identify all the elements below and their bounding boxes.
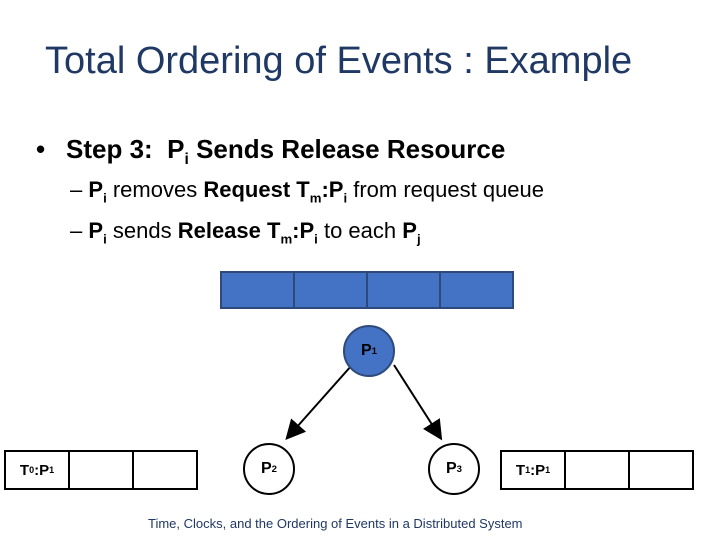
node-base: P [360,342,372,359]
process-sub: i [343,190,348,206]
sub-bullet-remove: – Pi removes Request Tm:Pi from request … [70,177,544,205]
target-base: P [402,218,417,243]
process-base: P [88,177,104,202]
sub-bullet-send: – Pi sends Release Tm:Pi to each Pj [70,218,421,246]
tail-text: from request queue [353,177,545,202]
node-sub: 3 [456,463,462,475]
process-sub: i [103,190,107,206]
t-sub: 1 [525,465,531,475]
process-label: :P [292,218,315,243]
dash: – [70,177,83,202]
slide-title: Total Ordering of Events : Example [45,40,633,82]
p-base: :P [34,461,50,479]
dash: – [70,218,83,243]
t-base: T [515,461,526,479]
timestamp-sub: m [280,231,293,247]
queue-slot [368,273,441,307]
queue-slot [295,273,368,307]
process-sub: i [314,231,318,247]
actor-sub: i [184,151,189,169]
queue-slot [134,452,196,488]
footer-citation: Time, Clocks, and the Ordering of Events… [148,516,523,531]
release-label: Release T [177,218,281,243]
verb: sends [112,218,172,243]
node-base: P [260,460,272,477]
queue-slot [630,452,692,488]
queue-slot [566,452,630,488]
arrow-p1-to-p2 [285,364,353,440]
request-label: Request T [203,177,310,202]
t-sub: 0 [29,465,35,475]
p1-request-queue [220,271,514,309]
node-sub: 2 [271,463,277,475]
process-label: :P [321,177,344,202]
target-sub: j [416,231,421,247]
main-bullet: • Step 3: Pi Sends Release Resource [36,134,505,169]
node-base: P [445,460,457,477]
p-base: :P [530,461,546,479]
p-sub: 1 [49,465,55,475]
queue-slot [70,452,134,488]
t-base: T [19,461,30,479]
bullet-dot: • [36,134,46,164]
node-sub: 1 [371,345,377,357]
process-sub: i [103,231,107,247]
step-action: Sends Release Resource [196,134,506,164]
queue-slot [222,273,295,307]
verb: removes [112,177,198,202]
actor-base: P [167,134,185,164]
process-base: P [88,218,104,243]
p-sub: 1 [545,465,551,475]
step-label: Step 3: [66,134,153,164]
timestamp-sub: m [309,190,322,206]
tail-text: to each [323,218,397,243]
arrow-p1-to-p3 [393,364,443,441]
